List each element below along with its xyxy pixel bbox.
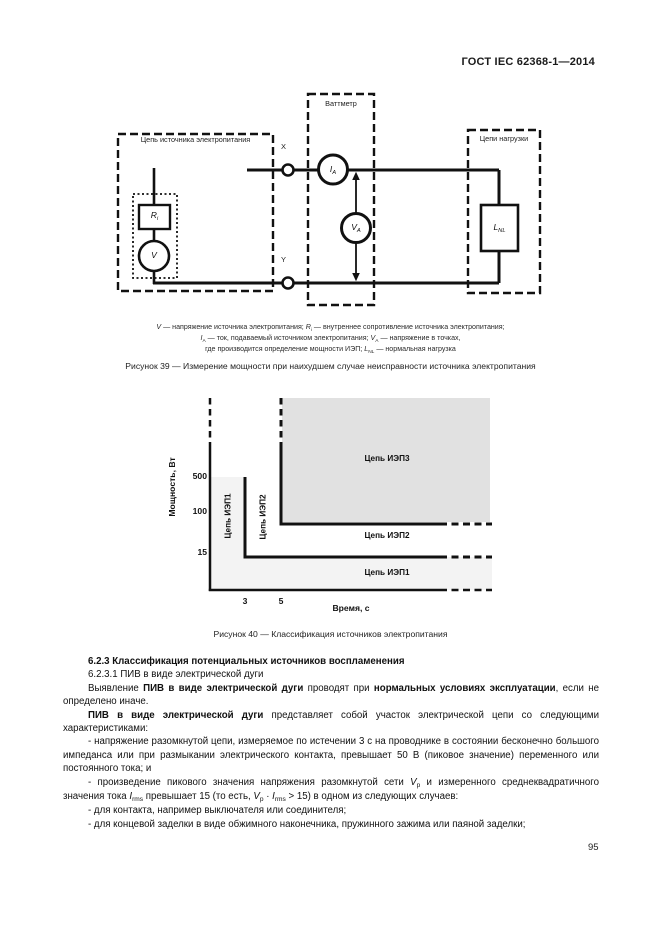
paragraph-piv-definition: ПИВ в виде электрической дуги представля… — [63, 709, 599, 735]
chart-ylabel: Мощность, Вт — [167, 457, 177, 517]
region-label-iep2: Цепь ИЭП2 — [364, 531, 410, 540]
terminal-y — [281, 276, 295, 290]
terminal-y-label: Y — [281, 255, 287, 264]
load-lnl — [479, 203, 520, 253]
list-item-voltage: - напряжение разомкнутой цепи, измеряемо… — [63, 736, 599, 775]
figure40-caption: Рисунок 40 — Классификация источников эл… — [213, 629, 448, 639]
list-item-product: - произведение пикового значения напряже… — [63, 776, 599, 804]
source-box — [116, 132, 275, 293]
load-box-label: Цепи нагрузки — [479, 134, 529, 143]
voltmeter-label: VA — [351, 222, 361, 235]
region-label-iep1: Цепь ИЭП1 — [364, 568, 410, 577]
figure39-note-line2: IA — ток, подаваемый источником электроп… — [200, 334, 461, 344]
figure39-note-line3: где производится определение мощности ИЭ… — [205, 345, 456, 355]
load-label: LNL — [493, 222, 506, 235]
source-box-label: Цепь источника электропитания — [140, 135, 251, 144]
region-label-iep2-rotated: Цепь ИЭП2 — [258, 494, 268, 540]
paragraph-piv-detection: Выявление ПИВ в виде электрической дуги … — [63, 682, 600, 708]
region-label-iep1-rotated: Цепь ИЭП1 — [223, 493, 233, 539]
xtick-5: 5 — [278, 596, 284, 606]
region-iep3 — [282, 398, 490, 522]
heading-6-2-3-1: 6.2.3.1 ПИВ в виде электрической дуги — [88, 669, 264, 681]
terminal-x-label: X — [281, 142, 287, 151]
ytick-100: 100 — [192, 506, 207, 516]
list-item-termination: - для концевой заделки в виде обжимного … — [88, 818, 526, 830]
xtick-3: 3 — [242, 596, 248, 606]
terminal-x — [281, 163, 295, 177]
wattmeter-label: Ваттметр — [325, 99, 357, 108]
load-box — [466, 128, 542, 295]
voltmeter — [340, 212, 372, 244]
heading-6-2-3: 6.2.3 Классификация потенциальных источн… — [88, 656, 405, 667]
page-number: 95 — [588, 842, 599, 853]
body-text: 6.2.3 Классификация потенциальных источн… — [63, 655, 599, 831]
voltage-source — [137, 239, 171, 273]
voltage-source-label: V — [151, 250, 157, 260]
ytick-500: 500 — [192, 471, 207, 481]
figure39-caption: Рисунок 39 — Измерение мощности при наих… — [125, 361, 536, 371]
resistor-label: Ri — [150, 210, 159, 223]
document-header: ГОСТ IEC 62368-1—2014 — [461, 56, 595, 68]
region-iep1-strip — [210, 557, 492, 590]
figure39-note-line1: V — напряжение источника электропитания;… — [156, 323, 505, 333]
resistor-ri — [137, 203, 172, 231]
arrow-up — [352, 171, 360, 180]
ytick-15: 15 — [197, 547, 207, 557]
list-item-contact: - для контакта, например выключателя или… — [88, 805, 347, 817]
region-label-iep3: Цепь ИЭП3 — [364, 454, 410, 463]
figure39-circuit — [116, 92, 542, 307]
wattmeter-box — [306, 92, 376, 307]
ammeter-label: IA — [329, 163, 337, 176]
ammeter — [317, 153, 349, 186]
chart-xlabel: Время, с — [332, 603, 370, 613]
figure40-chart — [208, 398, 492, 592]
arrow-down — [352, 273, 360, 282]
